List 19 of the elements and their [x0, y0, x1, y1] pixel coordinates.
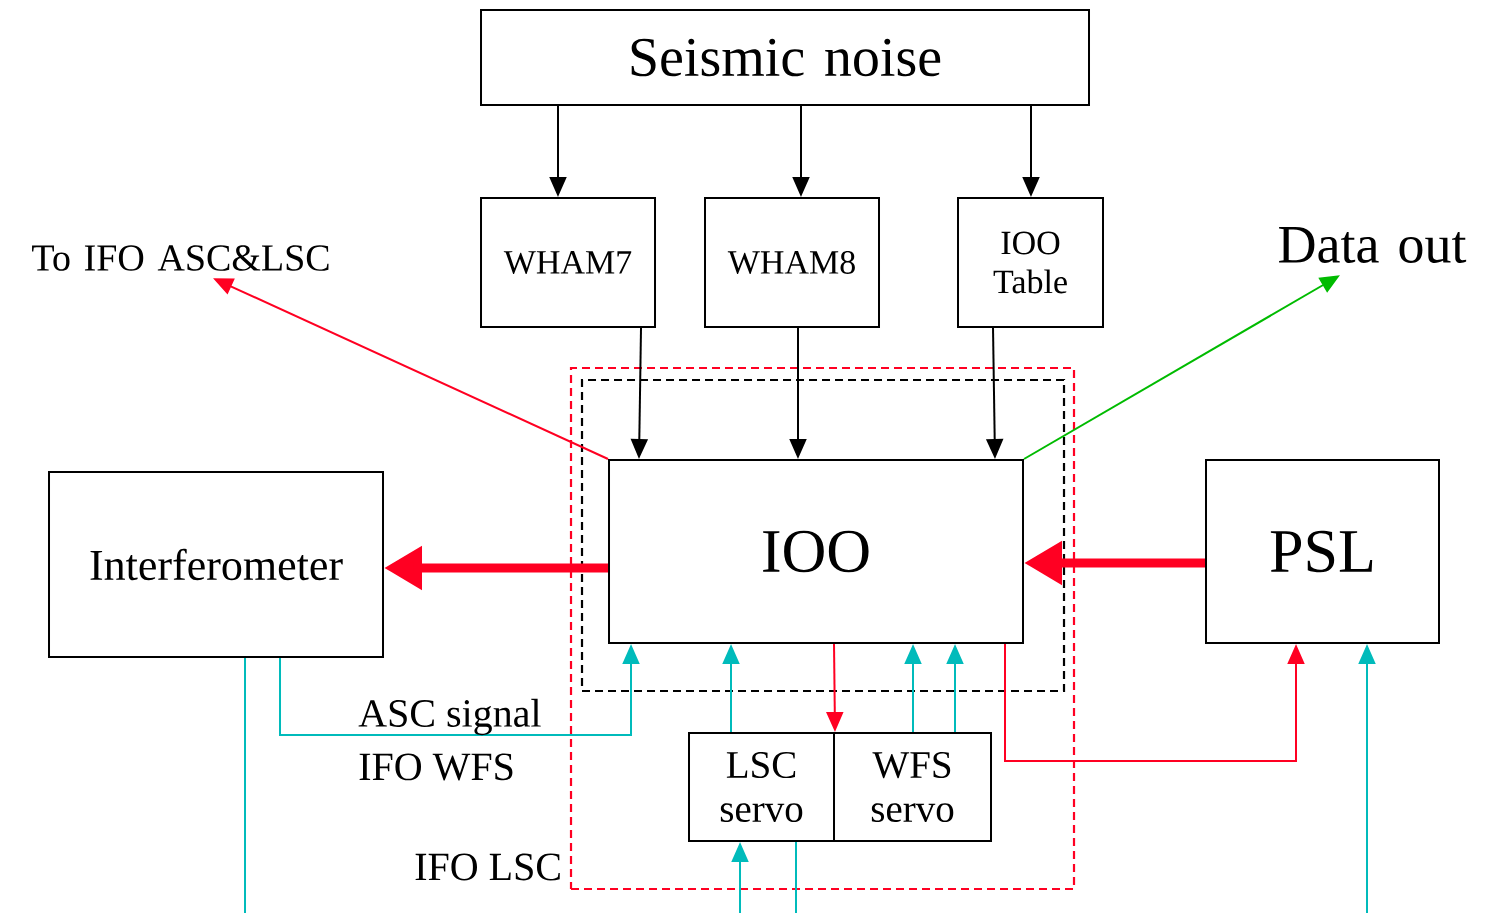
connector-line: [795, 841, 797, 913]
process-box: IOO: [608, 459, 1024, 644]
arrow: [1004, 643, 1305, 762]
signal-label: ASC signal: [358, 698, 541, 736]
process-box: WHAM8: [704, 197, 880, 328]
dashed-group-box: [569, 366, 1076, 891]
process-box: Interferometer: [48, 471, 384, 658]
signal-label: IFO WFS: [359, 753, 513, 781]
process-box: WHAM7: [480, 197, 656, 328]
process-box: IOO Table: [957, 197, 1104, 328]
text-label: To IFO ASC&LSC: [32, 245, 329, 271]
signal-label: IFO LSC: [415, 853, 560, 881]
dashed-inner-box: [580, 378, 1066, 693]
process-box: WFS servo: [833, 732, 992, 842]
text-label: Data out: [1279, 227, 1467, 263]
process-box: PSL: [1205, 459, 1440, 644]
process-box: LSC servo: [688, 732, 835, 842]
connector-line: [244, 657, 246, 913]
process-box: Seismic noise: [480, 9, 1090, 106]
